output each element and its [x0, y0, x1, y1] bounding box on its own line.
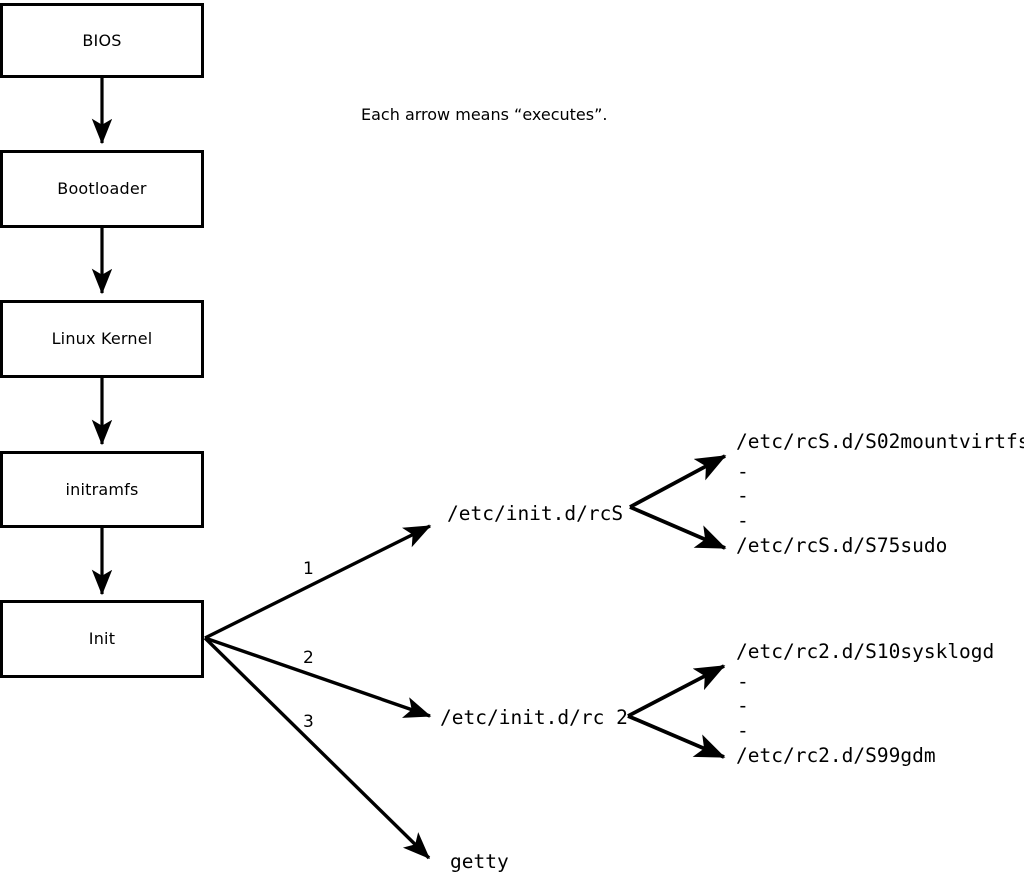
stage-label-init: Init [88, 629, 116, 648]
arrow-init-branch-2 [204, 636, 432, 718]
ellipsis-dash-rc2-1: - [737, 670, 749, 693]
arrow-rcS-to-first-script [629, 454, 727, 509]
arrow-init-branch-3 [203, 636, 431, 860]
edge-number-1: 1 [303, 559, 314, 579]
ellipsis-dash-rcS-3: - [737, 509, 749, 532]
arrow-init-branch-1 [204, 524, 432, 640]
stage-box-initramfs[interactable]: initramfs [0, 451, 204, 528]
stage-box-bios[interactable]: BIOS [0, 3, 204, 78]
script-label-rc2[interactable]: /etc/init.d/rc 2 [440, 706, 628, 729]
edge-number-2: 2 [303, 648, 314, 668]
stage-label-linux-kernel: Linux Kernel [51, 329, 153, 348]
script-label-rc2-first[interactable]: /etc/rc2.d/S10sysklogd [736, 640, 995, 663]
ellipsis-dash-rc2-3: - [737, 719, 749, 742]
stage-box-linux-kernel[interactable]: Linux Kernel [0, 300, 204, 378]
stage-label-initramfs: initramfs [65, 479, 139, 499]
diagram-caption: Each arrow means “executes”. [361, 105, 608, 124]
script-label-getty[interactable]: getty [450, 850, 509, 873]
edge-number-3: 3 [303, 712, 314, 732]
script-label-rc2-last[interactable]: /etc/rc2.d/S99gdm [736, 744, 936, 767]
ellipsis-dash-rc2-2: - [737, 694, 749, 717]
arrow-rc2-to-last-script [627, 714, 726, 759]
stage-label-bios: BIOS [82, 30, 122, 50]
script-label-rcS[interactable]: /etc/init.d/rcS [447, 502, 624, 525]
ellipsis-dash-rcS-2: - [737, 484, 749, 507]
arrow-rcS-to-last-script [629, 505, 727, 550]
stage-box-init[interactable]: Init [0, 600, 204, 678]
script-label-rcS-first[interactable]: /etc/rcS.d/S02mountvirtfs [736, 430, 1024, 453]
script-label-rcS-last[interactable]: /etc/rcS.d/S75sudo [736, 534, 948, 557]
ellipsis-dash-rcS-1: - [737, 460, 749, 483]
arrow-rc2-to-first-script [627, 664, 726, 718]
stage-label-bootloader: Bootloader [57, 179, 147, 198]
stage-box-bootloader[interactable]: Bootloader [0, 150, 204, 228]
